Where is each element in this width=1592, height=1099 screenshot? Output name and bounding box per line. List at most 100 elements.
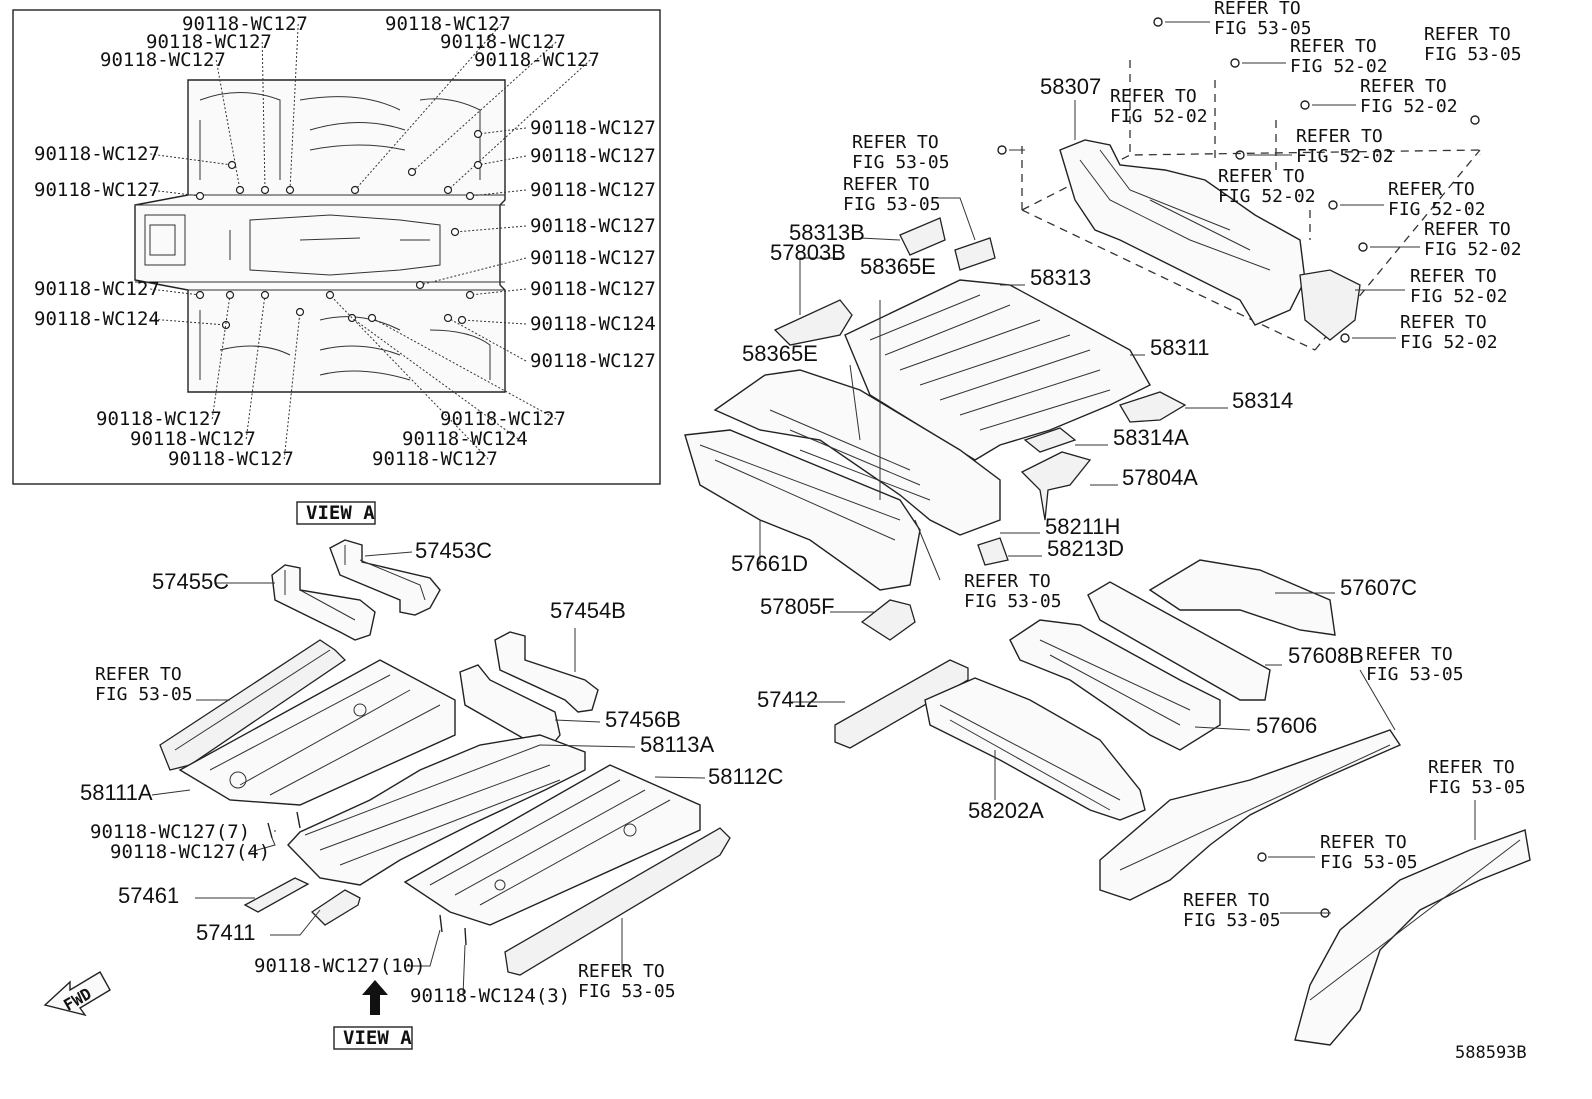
inset-label: 90118-WC127	[34, 278, 160, 300]
inset-label: 90118-WC127	[96, 408, 222, 430]
part-number-label: 58314	[1232, 388, 1293, 413]
inset-label: 90118-WC127	[530, 117, 656, 139]
refer-fig-line: FIG 52-02	[1290, 56, 1388, 77]
bolt-hole-marker	[457, 315, 467, 325]
inset-label: 90118-WC124	[530, 313, 656, 335]
bolt-hole-marker	[473, 160, 483, 170]
refer-fig-line: FIG 53-05	[95, 684, 193, 705]
bolt-part-label: 90118-WC127(7)	[90, 821, 250, 843]
bolt-hole-marker	[473, 129, 483, 139]
refer-fig-line: FIG 52-02	[1400, 332, 1498, 353]
inset-label: 90118-WC127	[146, 31, 272, 53]
inset-label: 90118-WC127	[530, 215, 656, 237]
refer-fig-line: FIG 53-05	[843, 194, 941, 215]
refer-to-line: REFER TO	[843, 174, 930, 195]
inset-leaders	[150, 23, 591, 460]
part-number-label: 58211H	[1045, 514, 1120, 539]
refer-to-line: REFER TO	[1424, 24, 1511, 45]
part-number-label: 57607C	[1340, 575, 1417, 600]
bolt-hole-marker	[227, 160, 237, 170]
inset-leader-line	[150, 189, 201, 197]
view-a-caption: VIEW A	[296, 501, 376, 525]
inset-label: 90118-WC127	[530, 247, 656, 269]
refer-fig-line: FIG 53-05	[1183, 910, 1281, 931]
bolt-hole-marker	[443, 313, 453, 323]
bolt-hole-marker	[195, 290, 205, 300]
inset-label: 90118-WC127	[440, 31, 566, 53]
bolt-hole-marker	[260, 290, 270, 300]
part-number-label: 57803B	[770, 240, 846, 265]
inset-label: 90118-WC124	[402, 428, 528, 450]
bolt-hole-marker	[350, 185, 360, 195]
refer-to-line: REFER TO	[1388, 179, 1475, 200]
refer-to-line: REFER TO	[1290, 36, 1377, 57]
refer-to-line: REFER TO	[1218, 166, 1305, 187]
inset-leader-line	[469, 189, 527, 197]
inset-label: 90118-WC127	[168, 448, 294, 470]
inset-label: 90118-WC127	[385, 13, 511, 35]
refer-fig-line: FIG 52-02	[1296, 146, 1394, 167]
bolt-hole-marker	[367, 313, 377, 323]
part-number-label: 58365E	[742, 341, 818, 366]
refer-fig-line: FIG 52-02	[1360, 96, 1458, 117]
inset-label: 90118-WC127	[100, 49, 226, 71]
inset-leader-line	[245, 294, 266, 440]
inset-leader-line	[447, 59, 591, 191]
part-number-label: 58307	[1040, 74, 1101, 99]
inset-leader-line	[283, 311, 301, 460]
refer-to-line: REFER TO	[1110, 86, 1197, 107]
refer-to-line: REFER TO	[852, 132, 939, 153]
refer-to-line: REFER TO	[1214, 0, 1301, 19]
part-number-label: 57461	[118, 883, 179, 908]
bolt-hole-marker	[407, 167, 417, 177]
inset-leader-line	[211, 294, 231, 420]
part-number-label: 58202A	[968, 798, 1044, 823]
refer-to-line: REFER TO	[1424, 219, 1511, 240]
part-number-label: 58313B	[789, 220, 865, 245]
part-number-label: 58313	[1030, 265, 1091, 290]
inset-leader-line	[371, 317, 557, 420]
bolt-labels: 90118-WC127(7)90118-WC127(4)90118-WC127(…	[90, 821, 570, 1007]
bolt-hole-marker	[235, 185, 245, 195]
part-number-label: 57606	[1256, 713, 1317, 738]
part-number-label: 58213D	[1047, 536, 1124, 561]
bolt-hole-marker	[295, 307, 305, 317]
inset-leader-line	[261, 41, 266, 191]
refer-to-line: REFER TO	[1366, 644, 1453, 665]
refer-to-line: REFER TO	[1360, 76, 1447, 97]
inset-leader-line	[477, 127, 527, 135]
bolt-hole-marker	[221, 320, 231, 330]
refer-to-line: REFER TO	[95, 664, 182, 685]
inset-label: 90118-WC127	[372, 448, 498, 470]
refer-to-line: REFER TO	[1428, 757, 1515, 778]
refer-fig-line: FIG 53-05	[1428, 777, 1526, 798]
inset-leader-line	[150, 318, 227, 326]
part-number-label: 58112C	[708, 764, 784, 789]
part-number-label: 58311	[1150, 335, 1210, 360]
refer-to-line: REFER TO	[1320, 832, 1407, 853]
bolt-hole-marker	[325, 290, 335, 300]
refer-fig-line: FIG 52-02	[1388, 199, 1486, 220]
refer-to-line: REFER TO	[1400, 312, 1487, 333]
part-number-label: 58111A	[80, 780, 153, 805]
inset-label: 90118-WC127	[474, 49, 600, 71]
bolt-hole-marker	[285, 185, 295, 195]
bolt-hole-marker	[195, 191, 205, 201]
part-number-label: 57804A	[1122, 465, 1198, 490]
inset-label: 90118-WC127	[34, 179, 160, 201]
refer-to-line: REFER TO	[578, 961, 665, 982]
inset-leader-line	[477, 155, 527, 166]
inset-leader-line	[461, 319, 527, 325]
